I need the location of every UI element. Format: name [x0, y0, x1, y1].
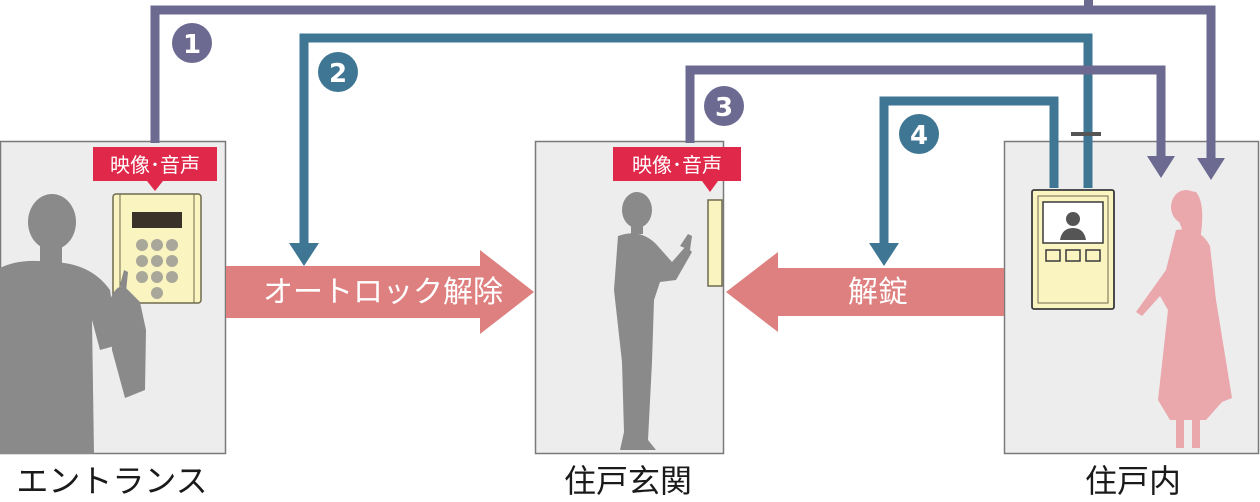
- flow-arrowhead-3: [1147, 156, 1175, 178]
- step-number-4: 4: [910, 121, 928, 151]
- visitor-door-silhouette: [614, 192, 692, 450]
- resident-silhouette: [1136, 190, 1232, 448]
- step-badge-1: 1: [172, 23, 212, 63]
- step-number-1: 1: [183, 30, 201, 60]
- unlock-arrow-label: 解錠: [848, 275, 908, 310]
- location-label-door: 住戸玄関: [564, 462, 692, 500]
- video-monitor-icon: [1031, 189, 1115, 310]
- flow-line-1-stub: [1084, 0, 1093, 10]
- flow-line-2: [299, 33, 1093, 245]
- flow-arrowhead-2: [289, 243, 319, 266]
- door-intercom-icon: [707, 199, 723, 287]
- entrance-av-tag-label: 映像･音声: [110, 153, 200, 177]
- flow-line-3: [685, 65, 1166, 158]
- flow-line-4: [879, 96, 1059, 245]
- autolock-arrow-label: オートロック解除: [263, 275, 503, 310]
- location-label-entrance: エントランス: [16, 462, 207, 500]
- flow-arrowhead-1: [1197, 158, 1225, 180]
- door-av-tag: 映像･音声: [613, 147, 741, 192]
- flow-line-1: [150, 5, 1216, 160]
- step-number-2: 2: [329, 59, 347, 89]
- entrance-av-tag: 映像･音声: [93, 147, 217, 191]
- step-badge-4: 4: [899, 114, 939, 154]
- step-badge-3: 3: [704, 86, 744, 126]
- step-number-3: 3: [715, 93, 733, 123]
- visitor-entrance-silhouette: [0, 194, 146, 454]
- monitor-cable-mark: [1071, 132, 1101, 136]
- keypad-intercom-icon: [112, 193, 202, 304]
- autolock-arrow: [226, 250, 534, 334]
- step-badge-2: 2: [318, 52, 358, 92]
- flow-arrowhead-4: [869, 243, 899, 266]
- door-av-tag-label: 映像･音声: [632, 153, 722, 177]
- unlock-arrow: [726, 252, 1004, 332]
- location-label-inside: 住戸内: [1085, 462, 1181, 500]
